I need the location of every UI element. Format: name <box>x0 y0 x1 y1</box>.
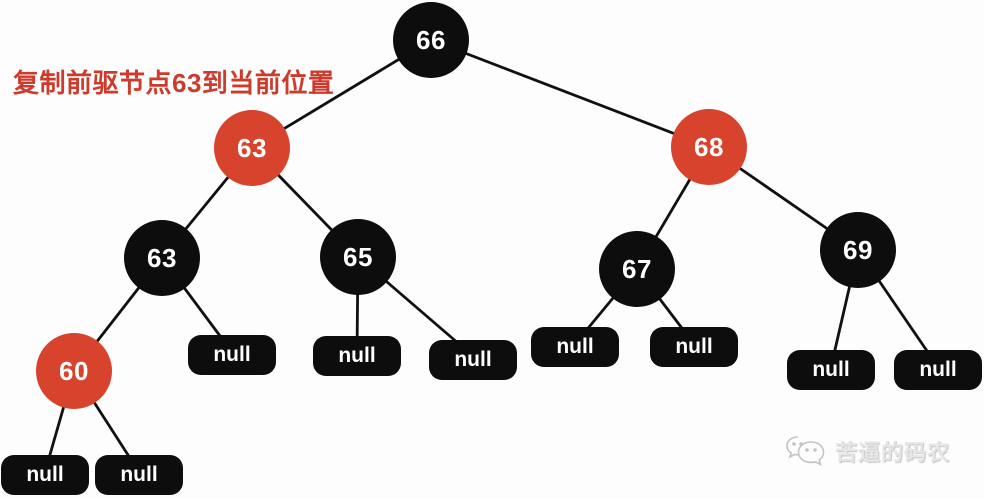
tree-node-60: 60 <box>36 333 112 409</box>
tree-node-69: 69 <box>820 212 896 288</box>
tree-node-67: 67 <box>599 231 675 307</box>
watermark-text: 苦逼的码农 <box>835 440 951 465</box>
watermark: 苦逼的码农 <box>784 433 950 469</box>
null-leaf: null <box>1 455 89 495</box>
tree-node-66: 66 <box>393 2 469 78</box>
null-leaf: null <box>787 350 875 390</box>
annotation-text: 复制前驱节点63到当前位置 <box>13 68 335 98</box>
null-leaf: null <box>95 455 183 495</box>
edge-66-68 <box>429 38 711 149</box>
null-leaf: null <box>531 327 619 367</box>
null-leaf: null <box>313 336 401 376</box>
tree-node-68: 68 <box>671 109 747 185</box>
tree-node-63-black: 63 <box>124 220 200 296</box>
null-leaf: null <box>894 350 982 390</box>
null-leaf: null <box>429 340 517 380</box>
null-leaf: null <box>650 327 738 367</box>
chat-bubbles-icon <box>784 433 828 469</box>
null-leaf: null <box>188 335 276 375</box>
tree-node-63-red: 63 <box>214 110 290 186</box>
tree-node-65: 65 <box>320 219 396 295</box>
